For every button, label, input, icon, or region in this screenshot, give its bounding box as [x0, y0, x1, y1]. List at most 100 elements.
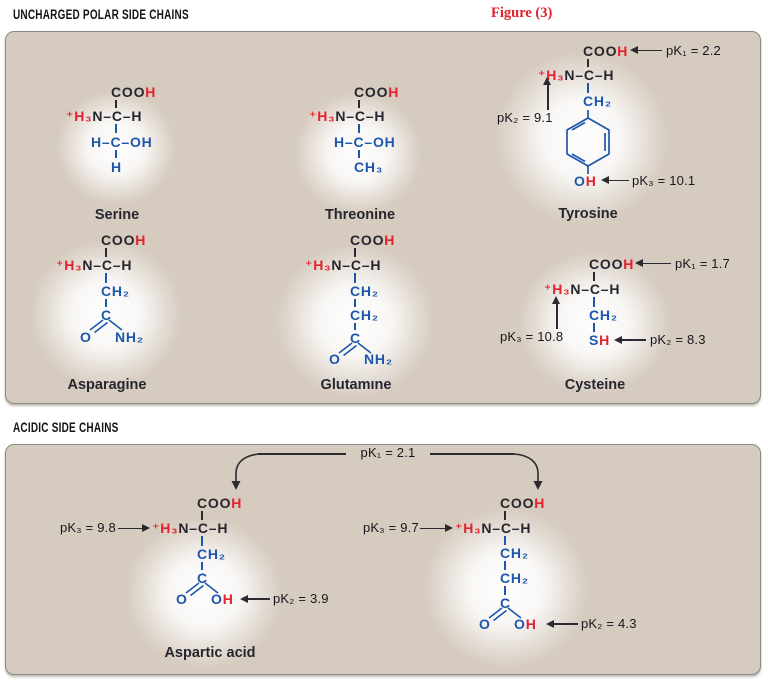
- amino-h3-plus: ⁺H₃: [455, 520, 482, 536]
- bond: [115, 124, 117, 133]
- amino-h3-plus: ⁺H₃: [544, 281, 571, 297]
- ionizable-h: H: [585, 173, 597, 189]
- cooh-text: COO: [354, 84, 389, 100]
- cooh-group: COOH: [354, 85, 399, 99]
- pk3-value: pK₃ = 9.8: [60, 520, 116, 535]
- amino-h3-plus: ⁺H₃: [56, 257, 83, 273]
- bond: [587, 83, 589, 93]
- pk2-value: pK₂ = 3.9: [273, 591, 329, 606]
- side-chain-row: CH₂: [101, 283, 130, 299]
- thiol-s: S: [589, 332, 600, 348]
- pk2-value: pK₂ = 8.3: [650, 332, 706, 347]
- hydroxyl-o: O: [514, 616, 526, 632]
- bond: [593, 323, 595, 332]
- side-chain-row: CH₂: [589, 307, 618, 323]
- ionizable-h: H: [534, 495, 546, 511]
- pk3-arrow-head: [445, 524, 453, 533]
- pk3-arrow-head: [552, 296, 560, 304]
- carbonyl-o: O: [80, 329, 92, 345]
- glow: [56, 90, 176, 205]
- side-chain-row: H–C–OH: [91, 134, 153, 150]
- amide-group: NH₂: [115, 329, 144, 345]
- backbone-text: N–C–H: [82, 257, 133, 273]
- amino-backbone: ⁺H₃N–C–H: [309, 109, 385, 123]
- cooh-text: COO: [583, 43, 618, 59]
- hydroxyl-o: O: [574, 173, 586, 189]
- ionizable-h: H: [599, 332, 611, 348]
- carbonyl-c: C: [197, 570, 208, 586]
- backbone-text: N–C–H: [570, 281, 621, 297]
- ionizable-h: H: [145, 84, 157, 100]
- pk1-arrow-line: [643, 262, 671, 265]
- ionizable-h: H: [623, 256, 635, 272]
- cooh-text: COO: [111, 84, 146, 100]
- pk2-arrow-head: [240, 594, 248, 603]
- amino-backbone: ⁺H₃N–C–H: [544, 282, 620, 296]
- backbone-text: N–C–H: [481, 520, 532, 536]
- cooh-group: COOH: [197, 496, 242, 510]
- pk1-value: pK₁ = 2.2: [666, 43, 721, 58]
- pk1-arrow-head: [635, 259, 643, 268]
- ionizable-h: H: [617, 43, 629, 59]
- ionizable-h: H: [388, 84, 400, 100]
- cooh-group: COOH: [350, 233, 395, 247]
- bond: [105, 299, 107, 307]
- glow: [424, 508, 588, 668]
- panel-acidic: [5, 444, 761, 675]
- bond: [504, 586, 506, 595]
- amino-backbone: ⁺H₃N–C–H: [305, 258, 381, 272]
- cooh-group: COOH: [589, 257, 634, 271]
- glow: [276, 244, 434, 398]
- ionizable-h: H: [231, 495, 243, 511]
- molecule-label: Serine: [94, 207, 140, 223]
- carbonyl-o: O: [176, 591, 188, 607]
- pk1-line-left: [258, 453, 346, 455]
- pk2-arrow-head: [543, 77, 551, 85]
- carbonyl-fork-bonds: [338, 342, 372, 357]
- cooh-group: COOH: [111, 85, 156, 99]
- amino-backbone: ⁺H₃N–C–H: [152, 521, 228, 535]
- side-chain-row: H–C–OH: [334, 134, 396, 150]
- pk2-value: pK₂ = 9.1: [497, 110, 553, 125]
- bond: [354, 273, 356, 283]
- side-chain-row: CH₂: [583, 93, 612, 109]
- cooh-text: COO: [197, 495, 232, 511]
- bond: [201, 536, 203, 546]
- pk3-value: pK₃ = 10.1: [632, 173, 696, 188]
- side-chain-row: CH₂: [350, 307, 379, 323]
- pk2-arrow-line: [547, 84, 549, 110]
- amino-h3-plus: ⁺H₃: [152, 520, 179, 536]
- pk1-curved-arrow-left: [231, 453, 261, 490]
- bond: [358, 150, 360, 158]
- pk2-arrow-line: [248, 598, 270, 600]
- bond: [504, 561, 506, 570]
- amino-backbone: ⁺H₃N–C–H: [56, 258, 132, 272]
- pk3-arrow-line: [609, 179, 629, 182]
- backbone-text: N–C–H: [92, 108, 143, 124]
- pk3-arrow-line: [420, 527, 445, 530]
- pk2-value: pK₂ = 4.3: [581, 616, 637, 631]
- backbone-text: N–C–H: [564, 67, 615, 83]
- pk1-shared-value: pK₁ = 2.1: [360, 445, 416, 460]
- molecule-label: Asparagine: [67, 377, 147, 393]
- amino-h3-plus: ⁺H₃: [66, 108, 93, 124]
- cooh-group: COOH: [500, 496, 545, 510]
- bond: [201, 511, 203, 520]
- bond: [358, 100, 360, 108]
- section-title-uncharged: UNCHARGED POLAR SIDE CHAINS: [13, 7, 189, 22]
- bond: [354, 248, 356, 257]
- bond: [354, 299, 356, 307]
- bond: [115, 100, 117, 108]
- cooh-text: COO: [589, 256, 624, 272]
- molecule-label: Tyrosine: [558, 206, 618, 222]
- carbonyl-fork-bonds: [185, 582, 219, 597]
- molecule-label: Aspartic acid: [164, 645, 256, 661]
- backbone-text: N–C–H: [335, 108, 386, 124]
- pk3-arrow-head: [142, 524, 150, 533]
- pk3-arrow-line: [556, 303, 558, 329]
- cooh-text: COO: [350, 232, 385, 248]
- hydroxyl-o: O: [211, 591, 223, 607]
- side-chain-row: CH₂: [500, 570, 529, 586]
- ionizable-h: H: [222, 591, 234, 607]
